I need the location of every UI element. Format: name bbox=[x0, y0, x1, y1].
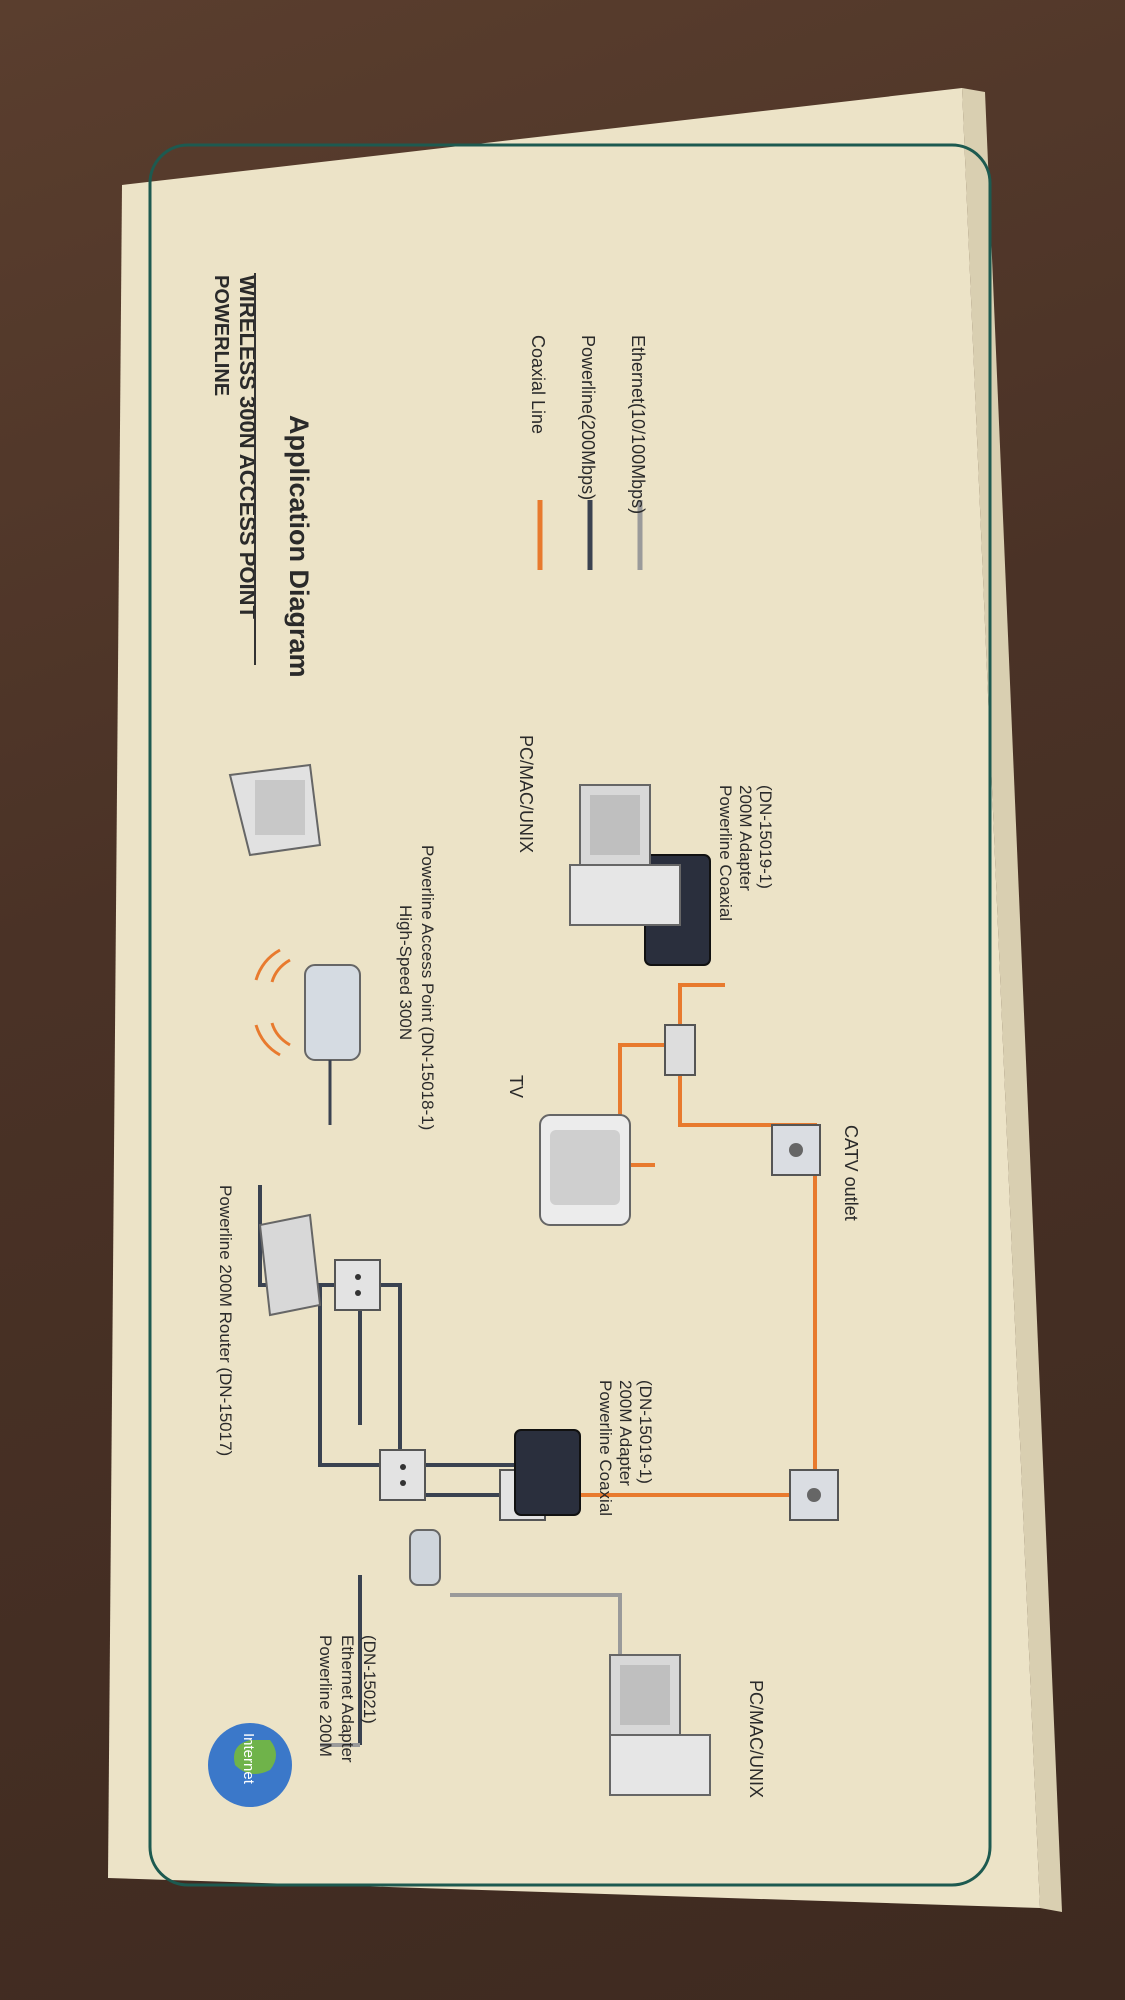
wall-socket-1 bbox=[334, 1259, 381, 1311]
ethernet-adapter-label-2: Ethernet Adapter bbox=[338, 1635, 357, 1763]
coax-adapter-top-label-2: 200M Adapter bbox=[736, 785, 755, 891]
coax-wall-plate-2 bbox=[771, 1124, 821, 1176]
router-label: Powerline 200M Router (DN-15017) bbox=[216, 1185, 235, 1456]
router-device bbox=[258, 1213, 322, 1317]
header-line1: POWERLINE bbox=[210, 275, 232, 396]
ethernet-adapter-label-1: Powerline 200M bbox=[316, 1635, 335, 1757]
coax-wall-plate-1 bbox=[789, 1469, 839, 1521]
wall-socket-2 bbox=[379, 1449, 426, 1501]
catv-outlet-label: CATV outlet bbox=[841, 1125, 861, 1221]
legend-ethernet-label: Ethernet(10/100Mbps) bbox=[628, 335, 648, 514]
access-point-label-2: Powerline Access Point (DN-15018-1) bbox=[418, 845, 437, 1130]
legend-coax-label: Coaxial Line bbox=[528, 335, 548, 434]
coax-splitter bbox=[664, 1024, 696, 1076]
coax-adapter-mid-label-3: (DN-15019-1) bbox=[636, 1380, 655, 1484]
access-point-device bbox=[304, 964, 361, 1125]
coax-adapter-mid-label-2: 200M Adapter bbox=[616, 1380, 635, 1486]
page-title: Application Diagram bbox=[284, 415, 314, 678]
diagram: POWERLINE WIRELESS 300N ACCESS POINT App… bbox=[148, 143, 992, 1887]
pc-top-device bbox=[569, 784, 681, 926]
box-side-edge bbox=[962, 88, 1062, 1912]
pc-bottom-device bbox=[609, 1654, 711, 1796]
coax-adapter-top-label-1: Powerline Coaxial bbox=[716, 785, 735, 921]
legend-powerline-label: Powerline(200Mbps) bbox=[578, 335, 598, 500]
box-panel bbox=[108, 88, 1040, 1908]
header-line2: WIRELESS 300N ACCESS POINT bbox=[235, 275, 260, 619]
internet-globe: Internet bbox=[208, 1723, 292, 1807]
tv-device bbox=[539, 1114, 631, 1226]
pc-top-label: PC/MAC/UNIX bbox=[516, 735, 536, 853]
coax-adapter-top-label-3: (DN-15019-1) bbox=[756, 785, 775, 889]
internet-label: Internet bbox=[240, 1733, 257, 1785]
ethernet-adapter-device bbox=[409, 1529, 441, 1586]
ethernet-adapter-label-3: (DN-15021) bbox=[360, 1635, 379, 1724]
tv-label: TV bbox=[506, 1075, 526, 1098]
panel-border bbox=[148, 143, 992, 1887]
coax-adapter-mid-device bbox=[514, 1429, 581, 1516]
access-point-label-1: High-Speed 300N bbox=[396, 905, 415, 1040]
pc-bottom-label: PC/MAC/UNIX bbox=[746, 1680, 766, 1798]
wifi-waves bbox=[254, 948, 291, 1057]
coax-adapter-mid-label-1: Powerline Coaxial bbox=[596, 1380, 615, 1516]
laptop-device bbox=[228, 763, 322, 857]
